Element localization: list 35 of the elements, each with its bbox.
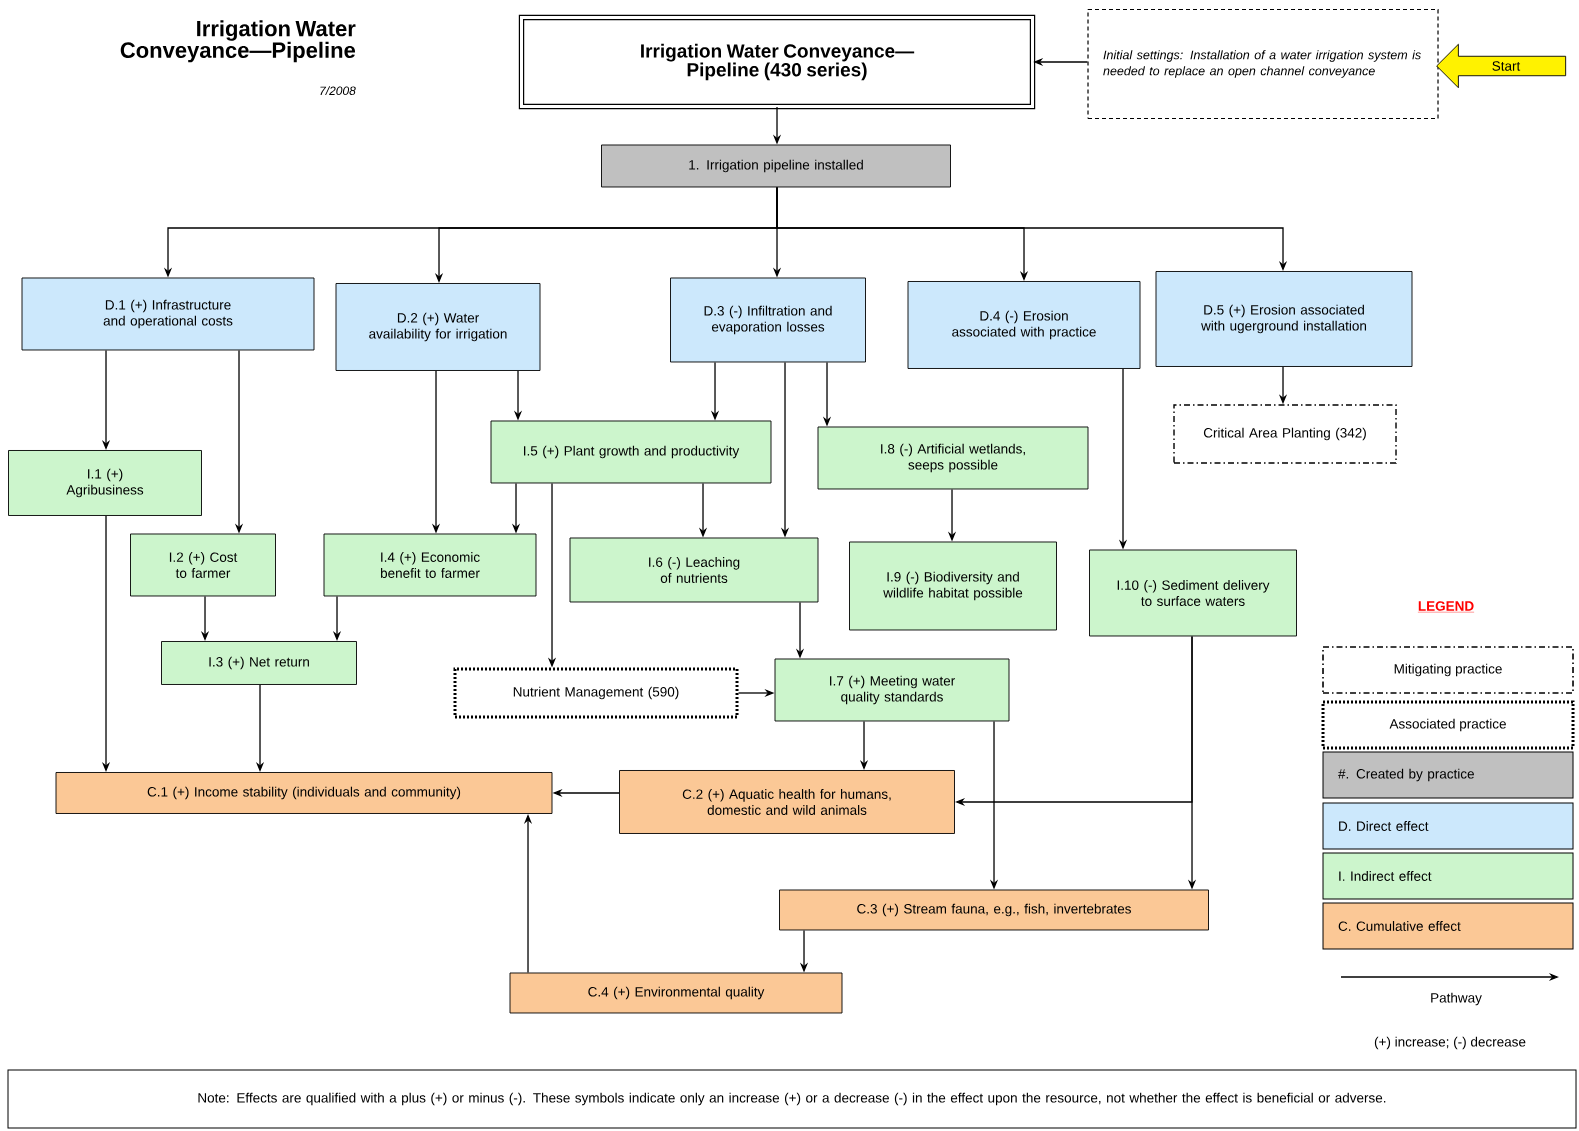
note-box: Initial settings: Installation of a water irrigation system is needed to replace an open channel conveyance bbox=[1087, 8, 1439, 120]
effect-box: I.5 (+) Plant growth and productivity bbox=[490, 420, 772, 484]
effect-box: I.9 (-) Biodiversity and wildlife habitat possible bbox=[849, 541, 1057, 631]
effect-box: C.1 (+) Income stability (individuals and community) bbox=[55, 772, 553, 814]
date-text: 7/2008 bbox=[320, 86, 356, 95]
effect-box: I.8 (-) Artificial wetlands, seeps possible bbox=[817, 426, 1089, 490]
effect-box: I.10 (-) Sediment delivery to surface waters bbox=[1089, 549, 1297, 637]
effect-box: I.3 (+) Net return bbox=[161, 641, 357, 685]
legend-heading: LEGEND bbox=[1417, 601, 1475, 613]
effect-box: I.6 (-) Leaching of nutrients bbox=[569, 537, 819, 603]
legend-box: Mitigating practice bbox=[1322, 646, 1574, 694]
legend-note: (+) increase; (-) decrease bbox=[1374, 1036, 1526, 1050]
effect-box: D.2 (+) Water availability for irrigation bbox=[335, 283, 541, 371]
legend-box: D. Direct effect bbox=[1322, 802, 1574, 850]
effect-box: I.2 (+) Cost to farmer bbox=[130, 533, 276, 597]
effect-box: C.3 (+) Stream fauna, e.g., fish, invertebrates bbox=[779, 889, 1209, 931]
effect-box: I.7 (+) Meeting water quality standards bbox=[774, 658, 1010, 722]
legend-box: Associated practice bbox=[1321, 700, 1575, 750]
effect-box: C.4 (+) Environmental quality bbox=[509, 972, 843, 1014]
effect-box: D.4 (-) Erosion associated with practice bbox=[907, 281, 1141, 369]
legend-box: C. Cumulative effect bbox=[1322, 902, 1574, 950]
effect-box: C.2 (+) Aquatic health for humans, domestic and wild animals bbox=[619, 770, 955, 834]
note-box: Note: Effects are qualified with a plus (+) or minus (-). These symbols indicate only an increase (+) or a decrease (-) in the effect upon the resource, not whether the effect is beneficial or adverse. bbox=[7, 1069, 1577, 1129]
title-box: Irrigation Water Conveyance—Pipeline (430 series) bbox=[518, 14, 1036, 110]
effect-box: D.1 (+) Infrastructure and operational costs bbox=[21, 277, 315, 351]
effect-box: I.1 (+) Agribusiness bbox=[8, 450, 202, 516]
legend-box: I. Indirect effect bbox=[1322, 852, 1574, 900]
effect-box: D.5 (+) Erosion associated with ugerground installation bbox=[1155, 271, 1413, 367]
practice-box: Critical Area Planting (342) bbox=[1173, 404, 1397, 464]
process-box: 1. Irrigation pipeline installed bbox=[601, 144, 951, 188]
title: Irrigation Water Conveyance—Pipeline bbox=[120, 20, 356, 63]
effect-box: D.3 (-) Infiltration and evaporation losses bbox=[670, 277, 866, 363]
legend-box: #. Created by practice bbox=[1322, 751, 1574, 799]
practice-box: Nutrient Management (590) bbox=[453, 667, 739, 719]
effect-box: I.4 (+) Economic benefit to farmer bbox=[323, 533, 537, 597]
